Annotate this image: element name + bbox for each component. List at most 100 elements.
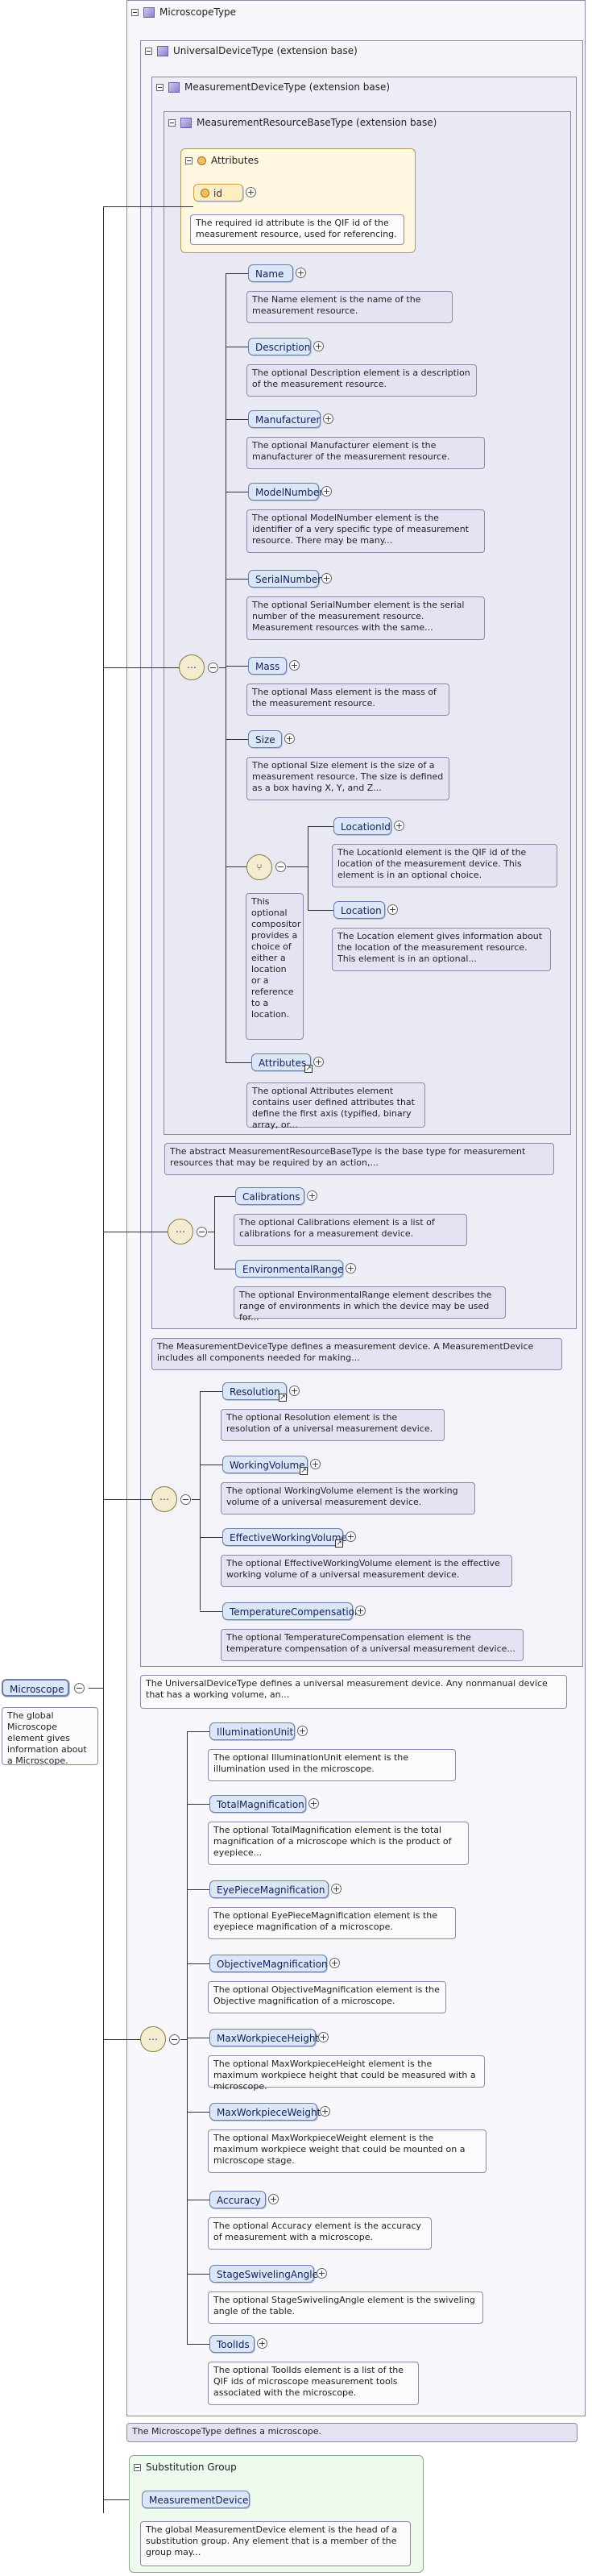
collapse-icon[interactable] [185,156,193,164]
collapse-icon[interactable] [145,47,152,55]
reference-icon: ↗ [335,1539,343,1548]
working-volume-element[interactable]: WorkingVolume [222,1456,308,1473]
resolution-doc: The optional Resolution element is the r… [221,1409,445,1441]
sequence-compositor-icon[interactable]: ⋯ [179,654,205,680]
collapse-icon[interactable] [156,83,164,91]
expand-icon[interactable]: + [308,1798,319,1809]
microscope-root-doc: The global Microscope element gives info… [2,1707,98,1766]
objective-magnification-doc: The optional ObjectiveMagnification elem… [208,1981,446,2013]
choice-compositor-icon[interactable]: ⑂ [246,854,272,880]
collapse-icon[interactable] [208,663,218,673]
attributes-title: Attributes [211,155,259,166]
complex-type-icon [157,45,168,56]
connector [308,826,333,827]
tool-ids-element[interactable]: ToolIds [209,2335,255,2353]
expand-icon[interactable]: + [329,1958,340,1968]
microscope-type-title: MicroscopeType [159,6,237,18]
sequence-compositor-icon[interactable]: ⋯ [168,1219,193,1244]
expand-icon[interactable]: + [355,1606,366,1616]
expand-icon[interactable]: + [346,1531,356,1542]
collapse-icon[interactable] [275,862,286,872]
description-element[interactable]: Description [248,338,311,355]
microscope-type-header[interactable]: MicroscopeType [131,6,236,18]
serial-number-doc: The optional SerialNumber element is the… [246,596,485,640]
measurement-device-element[interactable]: MeasurementDevice [142,2491,250,2508]
connector [287,866,308,867]
max-workpiece-height-element[interactable]: MaxWorkpieceHeight [209,2029,319,2046]
attributes-header[interactable]: Attributes [185,155,259,166]
location-id-doc: The LocationId element is the QIF id of … [332,844,557,887]
collapse-icon[interactable] [180,1494,191,1505]
location-element[interactable]: Location [333,901,385,919]
expand-icon[interactable]: + [313,1057,324,1067]
calibrations-element[interactable]: Calibrations [235,1187,304,1205]
manufacturer-element[interactable]: Manufacturer [248,410,321,428]
connector [226,579,248,580]
expand-icon[interactable]: + [307,1190,317,1201]
expand-icon[interactable]: + [289,660,300,671]
model-number-element[interactable]: ModelNumber [248,483,323,501]
expand-icon[interactable]: + [387,904,398,915]
connector [200,1611,222,1612]
expand-icon[interactable]: + [257,2338,267,2349]
expand-icon[interactable]: + [284,733,295,744]
expand-icon[interactable]: + [246,187,256,197]
expand-icon[interactable]: + [323,413,333,424]
eye-piece-magnification-element[interactable]: EyePieceMagnification [209,1880,329,1898]
expand-icon[interactable]: + [321,573,332,584]
id-label: id [213,188,222,199]
temperature-compensation-element[interactable]: TemperatureCompensation [222,1602,361,1620]
collapse-icon[interactable] [74,1683,85,1693]
sequence-compositor-icon[interactable]: ⋯ [140,2026,166,2052]
measurement-device-doc: The global MeasurementDevice element is … [140,2521,411,2566]
id-doc: The required id attribute is the QIF id … [190,214,404,245]
resolution-element[interactable]: Resolution [222,1382,287,1400]
expand-icon[interactable]: + [268,2194,279,2204]
complex-type-icon [168,81,180,93]
measurement-device-type-header[interactable]: MeasurementDeviceType (extension base) [156,81,390,93]
connector [103,206,193,207]
connector [187,2274,209,2275]
expand-icon[interactable]: + [331,1884,342,1894]
stage-swiveling-angle-element[interactable]: StageSwivelingAngle [209,2265,318,2283]
substitution-group-header[interactable]: Substitution Group [134,2462,237,2473]
illumination-unit-element[interactable]: IlluminationUnit [209,1722,295,1740]
universal-device-type-header[interactable]: UniversalDeviceType (extension base) [145,45,358,56]
collapse-icon[interactable] [169,2034,180,2045]
mass-element[interactable]: Mass [248,657,287,675]
expand-icon[interactable]: + [321,486,332,497]
resource-attributes-element[interactable]: Attributes [251,1053,311,1071]
total-magnification-element[interactable]: TotalMagnification [209,1795,306,1813]
measurement-resource-base-type-header[interactable]: MeasurementResourceBaseType (extension b… [168,117,437,128]
collapse-icon[interactable] [168,118,176,127]
collapse-icon[interactable] [134,2463,141,2471]
expand-icon[interactable]: + [310,1459,321,1469]
expand-icon[interactable]: + [394,821,404,831]
id-attribute[interactable]: id [193,184,243,202]
effective-working-volume-element[interactable]: EffectiveWorkingVolume [222,1528,347,1546]
model-number-doc: The optional ModelNumber element is the … [246,509,485,553]
connector [226,419,248,420]
objective-magnification-element[interactable]: ObjectiveMagnification [209,1955,328,1972]
connector [103,2039,142,2040]
choice-doc: This optional compositor provides a choi… [246,893,304,1040]
collapse-icon[interactable] [131,8,139,16]
expand-icon[interactable]: + [317,2268,327,2279]
microscope-root-element[interactable]: Microscope [2,1679,69,1697]
max-workpiece-weight-element[interactable]: MaxWorkpieceWeight [209,2103,321,2121]
expand-icon[interactable]: + [297,1726,308,1736]
expand-icon[interactable]: + [318,2032,329,2042]
expand-icon[interactable]: + [296,268,306,278]
expand-icon[interactable]: + [313,341,324,351]
accuracy-element[interactable]: Accuracy [209,2191,266,2208]
location-id-element[interactable]: LocationId [333,817,391,835]
expand-icon[interactable]: + [346,1263,356,1273]
name-element[interactable]: Name [248,264,293,282]
environmental-range-element[interactable]: EnvironmentalRange [235,1260,343,1278]
sequence-compositor-icon[interactable]: ⋯ [151,1486,177,1512]
collapse-icon[interactable] [197,1227,207,1237]
expand-icon[interactable]: + [289,1386,300,1396]
size-element[interactable]: Size [248,730,282,748]
serial-number-element[interactable]: SerialNumber [248,570,321,588]
expand-icon[interactable]: + [320,2106,330,2117]
